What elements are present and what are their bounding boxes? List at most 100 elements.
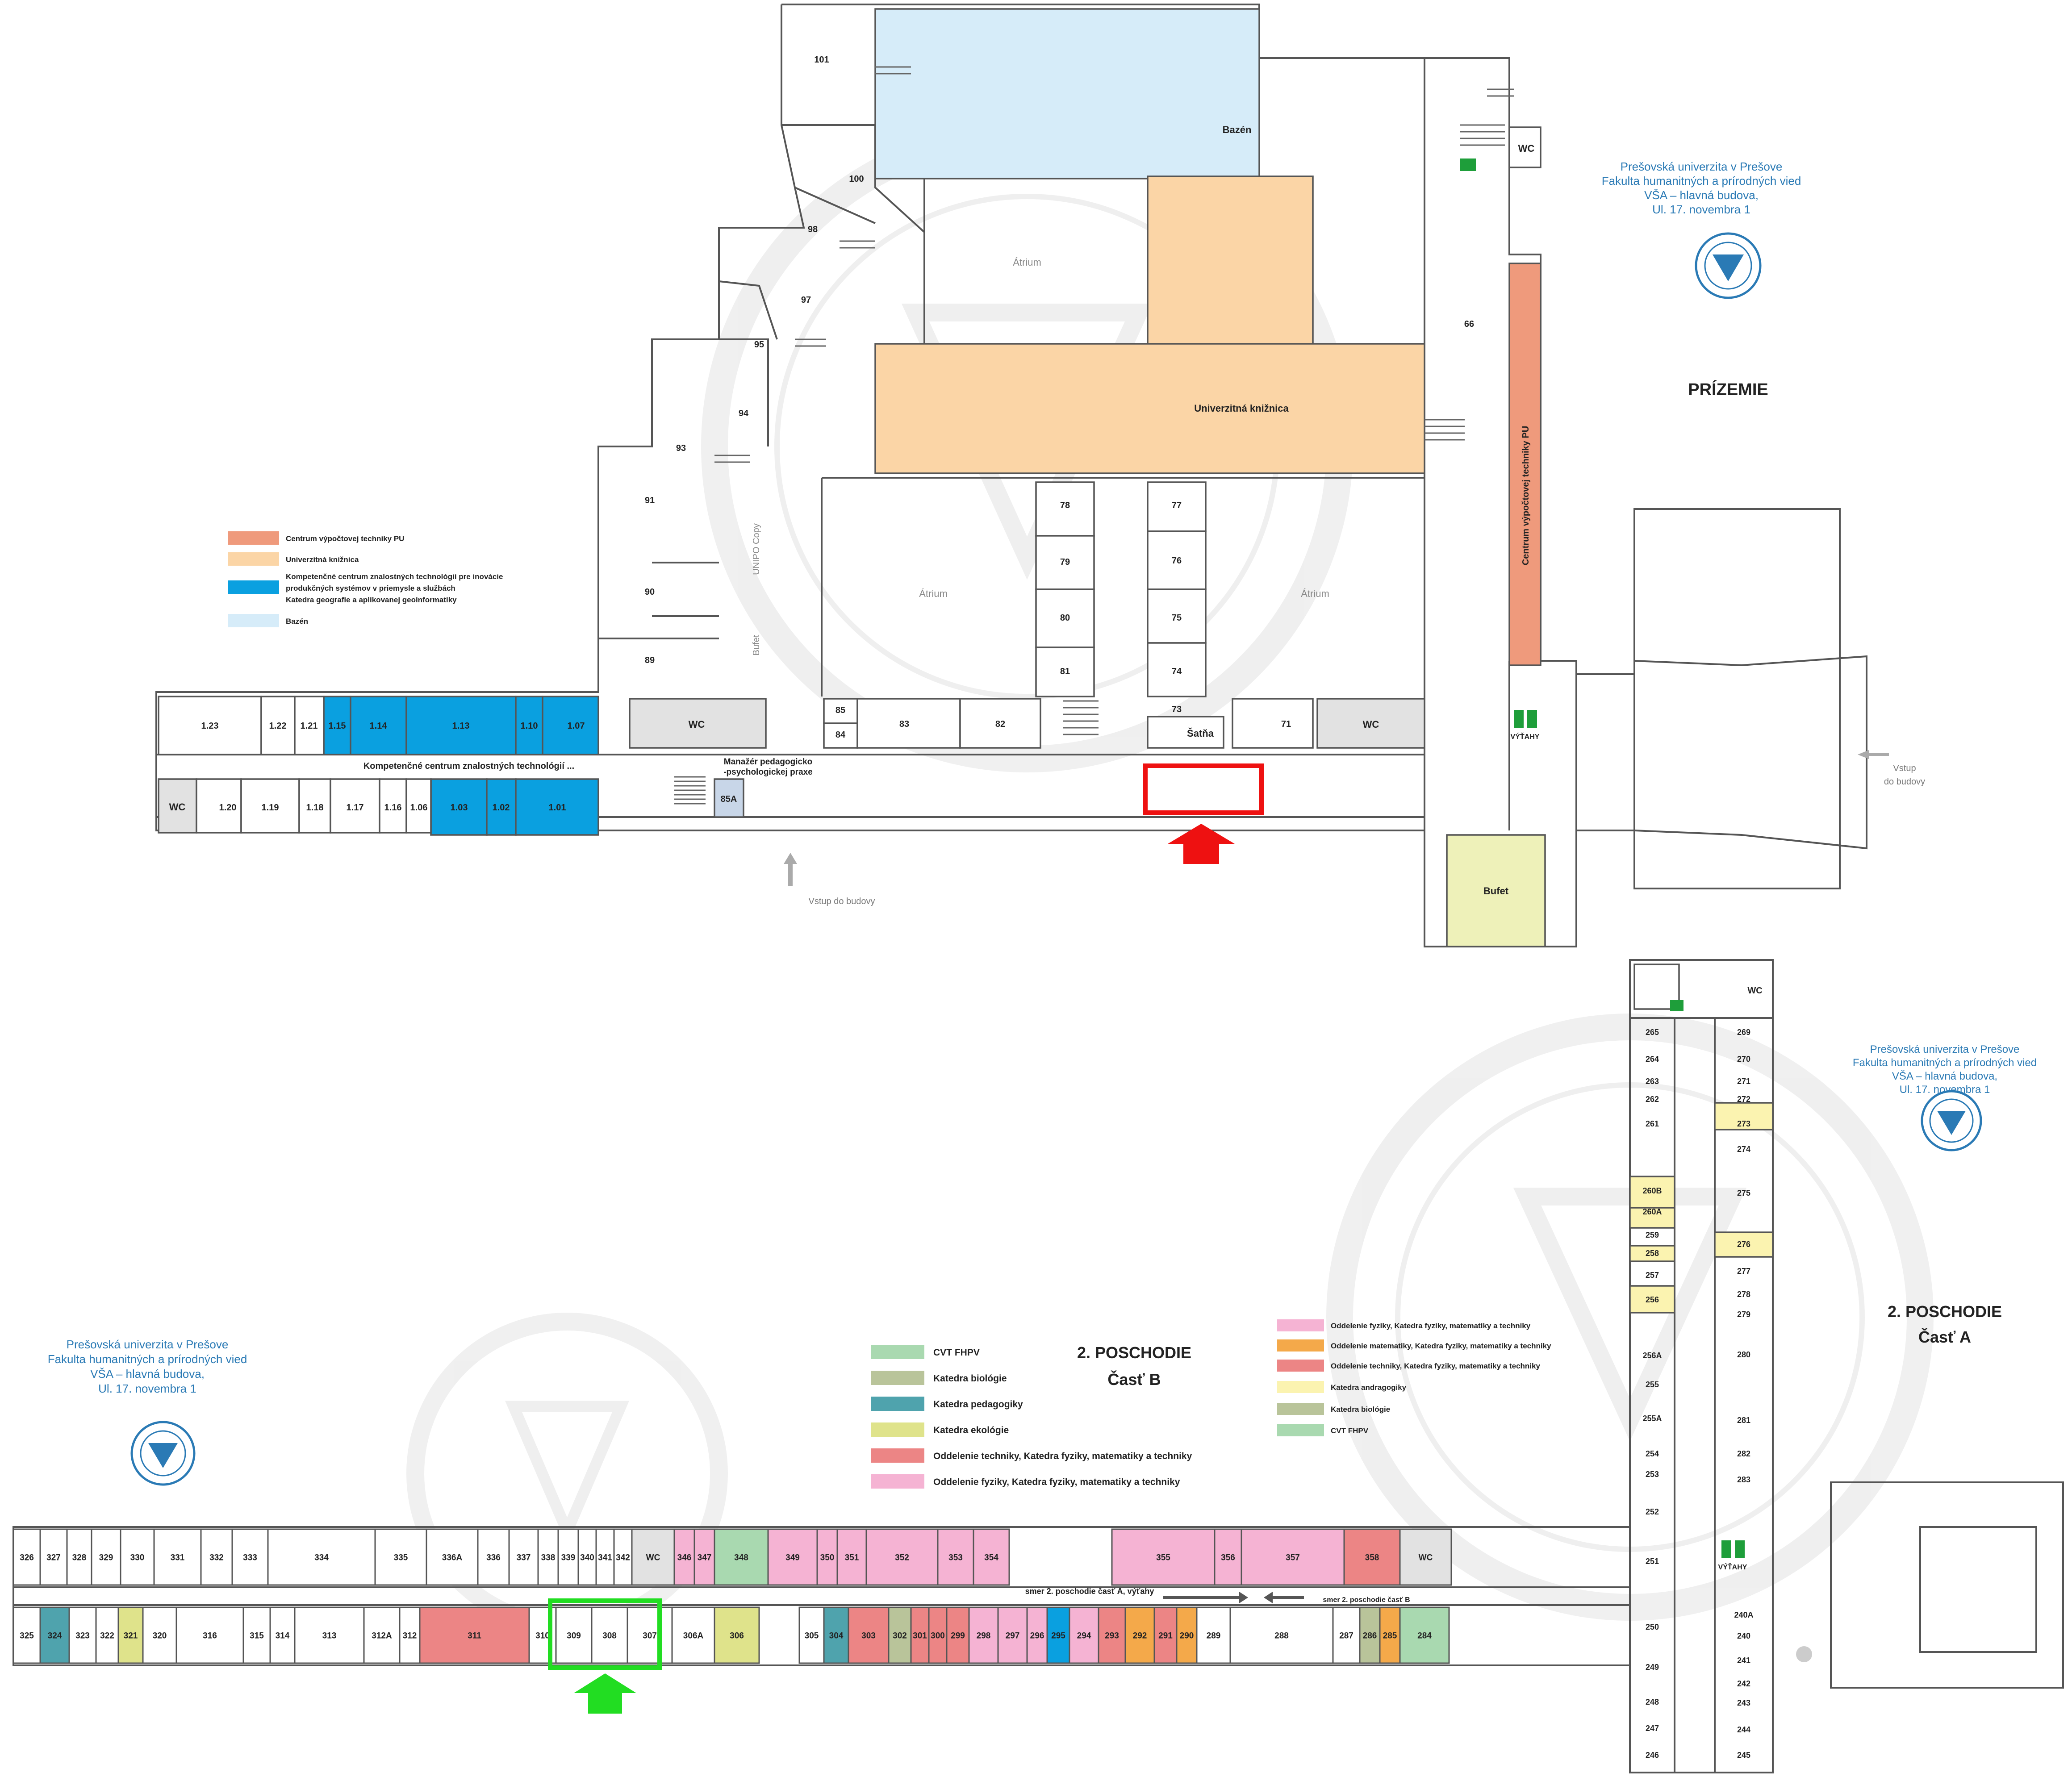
room-number: 314 (276, 1631, 290, 1641)
room-1-13 (405, 696, 517, 755)
svg-text:279: 279 (1737, 1310, 1750, 1319)
svg-text:1.06: 1.06 (410, 803, 428, 813)
svg-text:Časť B: Časť B (1107, 1370, 1161, 1389)
svg-text:Katedra andragogiky: Katedra andragogiky (1331, 1383, 1407, 1392)
arrow-left-icon (1264, 1592, 1304, 1603)
svg-text:260A: 260A (1642, 1207, 1662, 1216)
room-box (595, 1528, 615, 1586)
svg-text:Kompetenčné centrum znalostnýc: Kompetenčné centrum znalostných technoló… (363, 761, 574, 771)
svg-text:1.16: 1.16 (384, 803, 402, 813)
svg-text:2. POSCHODIE: 2. POSCHODIE (1888, 1302, 2002, 1321)
svg-text:Centrum výpočtovej techniky PU: Centrum výpočtovej techniky PU (286, 534, 404, 543)
svg-text:85: 85 (835, 705, 845, 715)
room-box (671, 1606, 715, 1664)
svg-text:Katedra ekológie: Katedra ekológie (933, 1425, 1009, 1435)
svg-text:2. POSCHODIE: 2. POSCHODIE (1077, 1343, 1191, 1362)
room-number: 329 (99, 1553, 113, 1563)
svg-text:WC: WC (1363, 719, 1379, 730)
svg-text:100: 100 (849, 174, 864, 184)
svg-text:262: 262 (1646, 1095, 1659, 1104)
room-number: 351 (845, 1553, 859, 1563)
room-number: 354 (984, 1553, 998, 1563)
svg-text:265: 265 (1646, 1028, 1659, 1037)
svg-text:98: 98 (808, 225, 818, 234)
svg-text:1.07: 1.07 (568, 721, 585, 731)
svg-text:259: 259 (1646, 1231, 1659, 1239)
svg-text:VŠA – hlavná budova,: VŠA – hlavná budova, (1892, 1070, 1997, 1082)
svg-text:91: 91 (645, 496, 655, 505)
svg-text:257: 257 (1646, 1271, 1659, 1280)
room-box (120, 1528, 155, 1586)
svg-text:274: 274 (1737, 1145, 1750, 1154)
room-number: 305 (805, 1631, 819, 1641)
svg-text:281: 281 (1737, 1416, 1750, 1425)
room-number: 334 (314, 1553, 329, 1563)
room-number: 298 (977, 1631, 991, 1641)
svg-text:1.21: 1.21 (301, 721, 318, 731)
svg-text:produkčných systémov v priemys: produkčných systémov v priemysle a služb… (286, 584, 455, 592)
room-box (1176, 1606, 1198, 1664)
svg-text:WC: WC (1518, 143, 1535, 154)
room-number: WC (646, 1553, 660, 1563)
room-number: 341 (598, 1553, 612, 1563)
room-number: 332 (209, 1553, 224, 1563)
satna-room (1147, 716, 1224, 749)
room-number: 299 (951, 1631, 965, 1641)
room-box (537, 1528, 559, 1586)
room-box (997, 1606, 1028, 1664)
bufet-area (1446, 834, 1546, 947)
svg-text:CVT FHPV: CVT FHPV (933, 1347, 980, 1358)
svg-text:101: 101 (814, 55, 829, 65)
room-number: 309 (567, 1631, 581, 1641)
room-number: 307 (643, 1631, 657, 1641)
svg-text:251: 251 (1646, 1557, 1659, 1566)
svg-text:Bufet: Bufet (752, 634, 761, 655)
library-area-wide (874, 343, 1425, 474)
room-number: 331 (171, 1553, 185, 1563)
svg-text:Katedra biológie: Katedra biológie (933, 1373, 1007, 1384)
svg-text:264: 264 (1646, 1055, 1659, 1064)
svg-text:248: 248 (1646, 1698, 1659, 1706)
room-box (399, 1606, 421, 1664)
svg-text:261: 261 (1646, 1119, 1659, 1128)
wc-room-3 (158, 778, 197, 834)
room-number: 313 (322, 1631, 337, 1641)
library-area (1147, 175, 1314, 347)
svg-text:1.20: 1.20 (219, 803, 237, 813)
room-box (946, 1606, 970, 1664)
room-number: 336 (486, 1553, 501, 1563)
room-number: 342 (616, 1553, 630, 1563)
arrow-up-grey-icon (784, 853, 797, 886)
svg-text:Vstup do budovy: Vstup do budovy (809, 897, 875, 906)
room-number: 304 (829, 1631, 844, 1641)
svg-text:76: 76 (1172, 556, 1182, 566)
room-number: 353 (948, 1553, 963, 1563)
svg-text:Manažér pedagogicko: Manažér pedagogicko (724, 757, 813, 767)
svg-text:WC: WC (1747, 986, 1762, 996)
highlight-box-green (548, 1598, 662, 1670)
room-box (767, 1528, 818, 1586)
svg-text:Fakulta humanitných a prírodný: Fakulta humanitných a prírodných vied (48, 1352, 247, 1366)
elevator-icon (1670, 1000, 1684, 1011)
svg-text:smer 2. poschodie časť A, výťa: smer 2. poschodie časť A, výťahy (1025, 1587, 1154, 1596)
room-box (1026, 1606, 1048, 1664)
svg-text:Oddelenie techniky, Katedra fy: Oddelenie techniky, Katedra fyziky, mate… (1331, 1362, 1540, 1370)
svg-text:249: 249 (1646, 1663, 1659, 1672)
svg-text:244: 244 (1737, 1725, 1750, 1734)
room-number: 310 (535, 1631, 550, 1641)
elevator-icon (1460, 159, 1476, 171)
svg-text:Katedra pedagogiky: Katedra pedagogiky (933, 1399, 1023, 1410)
room-box (631, 1528, 675, 1586)
room-box (1379, 1606, 1401, 1664)
room-number: 356 (1221, 1553, 1235, 1563)
room-number: 352 (895, 1553, 909, 1563)
room-box (798, 1606, 825, 1664)
room-box (363, 1606, 401, 1664)
room-number: 322 (100, 1631, 114, 1641)
svg-text:Katedra geografie a aplikovane: Katedra geografie a aplikovanej geoinfor… (286, 596, 457, 604)
svg-text:do budovy: do budovy (1884, 777, 1925, 787)
svg-text:246: 246 (1646, 1751, 1659, 1760)
svg-text:Oddelenie fyziky, Katedra fyzi: Oddelenie fyziky, Katedra fyziky, matema… (1331, 1322, 1531, 1330)
svg-text:269: 269 (1737, 1028, 1750, 1037)
svg-text:253: 253 (1646, 1470, 1659, 1479)
